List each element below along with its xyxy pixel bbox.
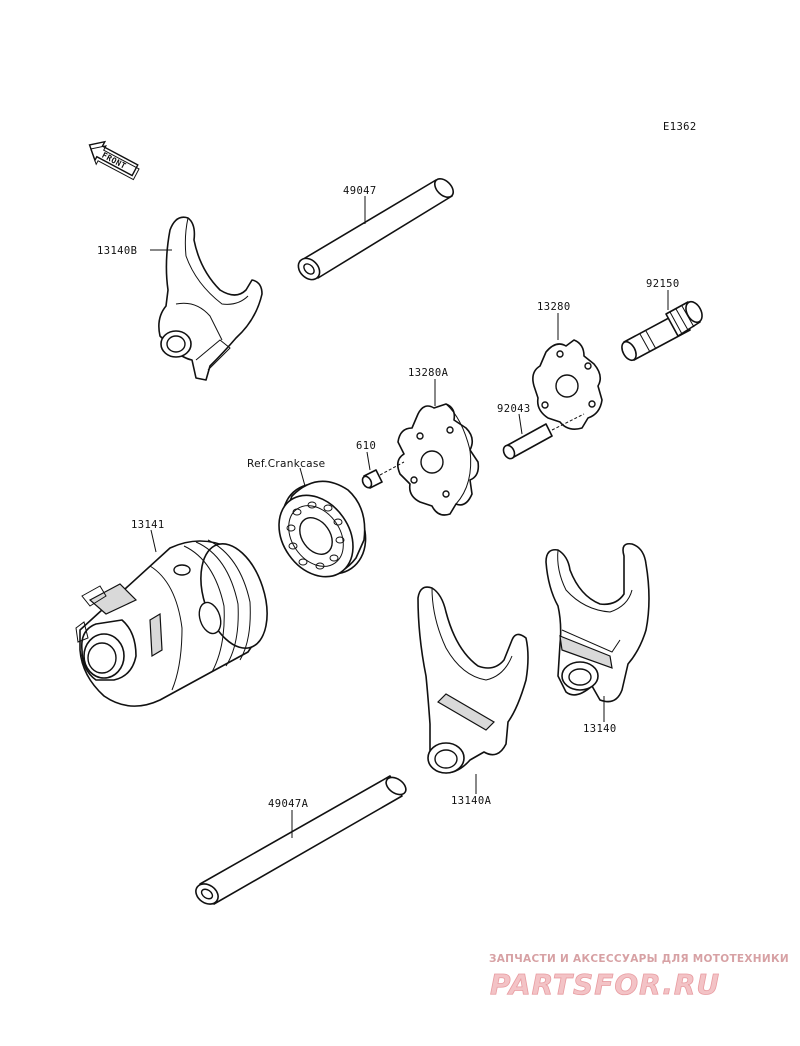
label-92150: 92150 [646, 278, 680, 290]
diagram-code: E1362 [663, 121, 697, 133]
label-13140: 13140 [583, 723, 617, 735]
watermark-subtitle: ЗАПЧАСТИ И АКСЕССУАРЫ ДЛЯ МОТОТЕХНИКИ [489, 953, 789, 965]
leader-610 [366, 451, 371, 471]
pin-92043 [502, 413, 585, 460]
label-13141: 13141 [131, 519, 165, 531]
label-13280a: 13280A [408, 367, 449, 379]
label-610: 610 [356, 440, 376, 452]
bolt-92150 [621, 300, 703, 362]
bearing-ref-crankcase [278, 480, 367, 578]
plate-13280 [532, 339, 603, 430]
leader-13141 [150, 529, 157, 553]
shift-fork-13140a [417, 586, 529, 774]
leader-92043 [518, 413, 523, 435]
shift-fork-13140 [545, 542, 650, 703]
shaft-49047 [297, 177, 455, 281]
shift-fork-13140b [158, 216, 263, 381]
shaft-49047a [195, 775, 407, 905]
label-49047: 49047 [343, 185, 377, 197]
pin-610 [361, 461, 405, 489]
label-13140a: 13140A [451, 795, 492, 807]
front-arrow-icon: FRONT [88, 140, 140, 181]
label-13280: 13280 [537, 301, 571, 313]
label-49047a: 49047A [268, 798, 309, 810]
leader-ref-crankcase [299, 467, 306, 487]
label-13140b: 13140B [97, 245, 137, 257]
star-13280a [396, 403, 480, 516]
label-92043: 92043 [497, 403, 531, 415]
shift-drum-13141 [75, 539, 268, 707]
label-ref-crankcase: Ref.Crankcase [247, 458, 325, 470]
watermark-brand: PARTSFOR.RU [490, 968, 720, 1001]
